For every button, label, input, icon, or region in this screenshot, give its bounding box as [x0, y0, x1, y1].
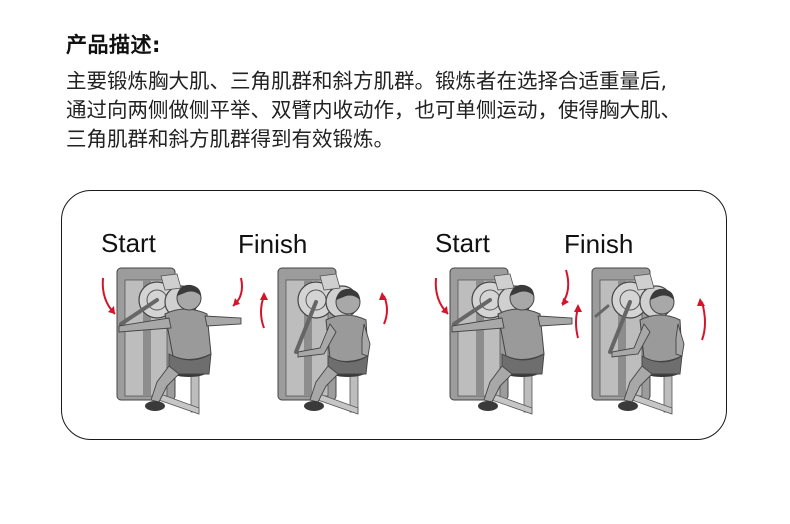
exercise-figure-start-1	[95, 262, 255, 422]
section-title: 产品描述:	[66, 33, 161, 57]
description-line-1: 主要锻炼胸大肌、三角肌群和斜方肌群。锻炼者在选择合适重量后,	[66, 69, 668, 93]
exercise-figure-start-2	[428, 262, 588, 422]
exercise-figure-finish-2	[578, 262, 718, 422]
finish-label-1: Finish	[238, 229, 308, 259]
exercise-figure-finish-1	[250, 262, 400, 422]
exercise-illustration-panel	[61, 190, 727, 440]
description-line-3: 三角肌群和斜方肌群得到有效锻炼。	[66, 127, 394, 151]
start-label-1: Start	[101, 228, 156, 258]
start-label-2: Start	[435, 228, 490, 258]
description-line-2: 通过向两侧做侧平举、双臂内收动作，也可单侧运动，使得胸大肌、	[66, 98, 681, 122]
product-description: 主要锻炼胸大肌、三角肌群和斜方肌群。锻炼者在选择合适重量后, 通过向两侧做侧平举…	[66, 67, 756, 154]
finish-label-2: Finish	[564, 229, 634, 259]
